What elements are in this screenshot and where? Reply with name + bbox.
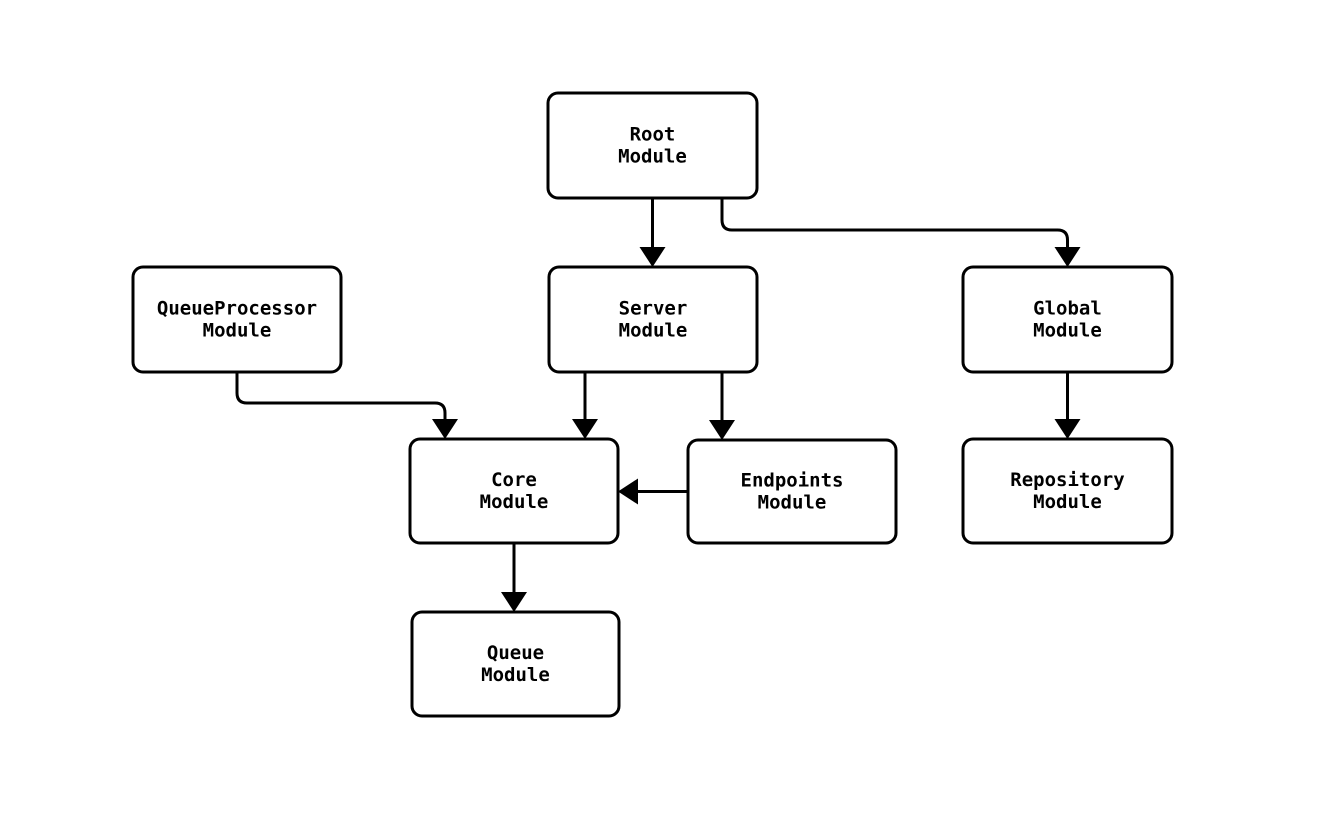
- node-label-line: Repository: [1010, 469, 1124, 491]
- node-label-line: Module: [618, 146, 687, 168]
- arrowhead-icon: [639, 247, 666, 267]
- node-box: [131, 265, 343, 374]
- edge-line: [720, 198, 1069, 251]
- node-box: [408, 437, 620, 545]
- arrowhead-icon: [501, 592, 527, 612]
- edge-core-queue: [501, 543, 527, 612]
- edge-line: [235, 372, 447, 423]
- arrowhead-icon: [618, 478, 638, 505]
- arrowhead-icon: [572, 419, 598, 439]
- arrowhead-icon: [709, 420, 735, 440]
- node-label-line: Module: [619, 320, 688, 342]
- node-label-line: Core: [491, 469, 537, 491]
- edge-endpoints-core: [618, 478, 688, 505]
- node-label-line: Global: [1033, 298, 1102, 320]
- node-label-line: Module: [1033, 320, 1102, 342]
- node-label-line: QueueProcessor: [157, 298, 317, 320]
- node-label-line: Queue: [487, 642, 544, 664]
- edge-queueprocessor-core: [235, 372, 458, 439]
- edge-global-repository: [1054, 372, 1081, 439]
- edge-root-global: [720, 198, 1081, 267]
- node-box: [547, 265, 759, 374]
- node-box: [410, 610, 621, 718]
- arrowhead-icon: [1054, 419, 1081, 439]
- node-label-line: Module: [758, 492, 827, 514]
- node-label-line: Module: [480, 491, 549, 513]
- node-box: [961, 437, 1174, 545]
- node-label-line: Module: [1033, 491, 1102, 513]
- node-label-line: Module: [203, 320, 272, 342]
- node-box: [546, 91, 759, 200]
- node-label-line: Endpoints: [741, 470, 844, 492]
- edge-server-endpoints: [709, 372, 735, 440]
- node-label-line: Server: [619, 298, 688, 320]
- arrowhead-icon: [432, 419, 458, 439]
- edge-server-core: [572, 372, 598, 439]
- node-label-line: Module: [481, 664, 550, 686]
- edge-root-server: [639, 198, 666, 267]
- node-label-line: Root: [630, 124, 676, 146]
- arrowhead-icon: [1054, 247, 1081, 267]
- node-box: [961, 265, 1174, 374]
- node-box: [686, 438, 898, 545]
